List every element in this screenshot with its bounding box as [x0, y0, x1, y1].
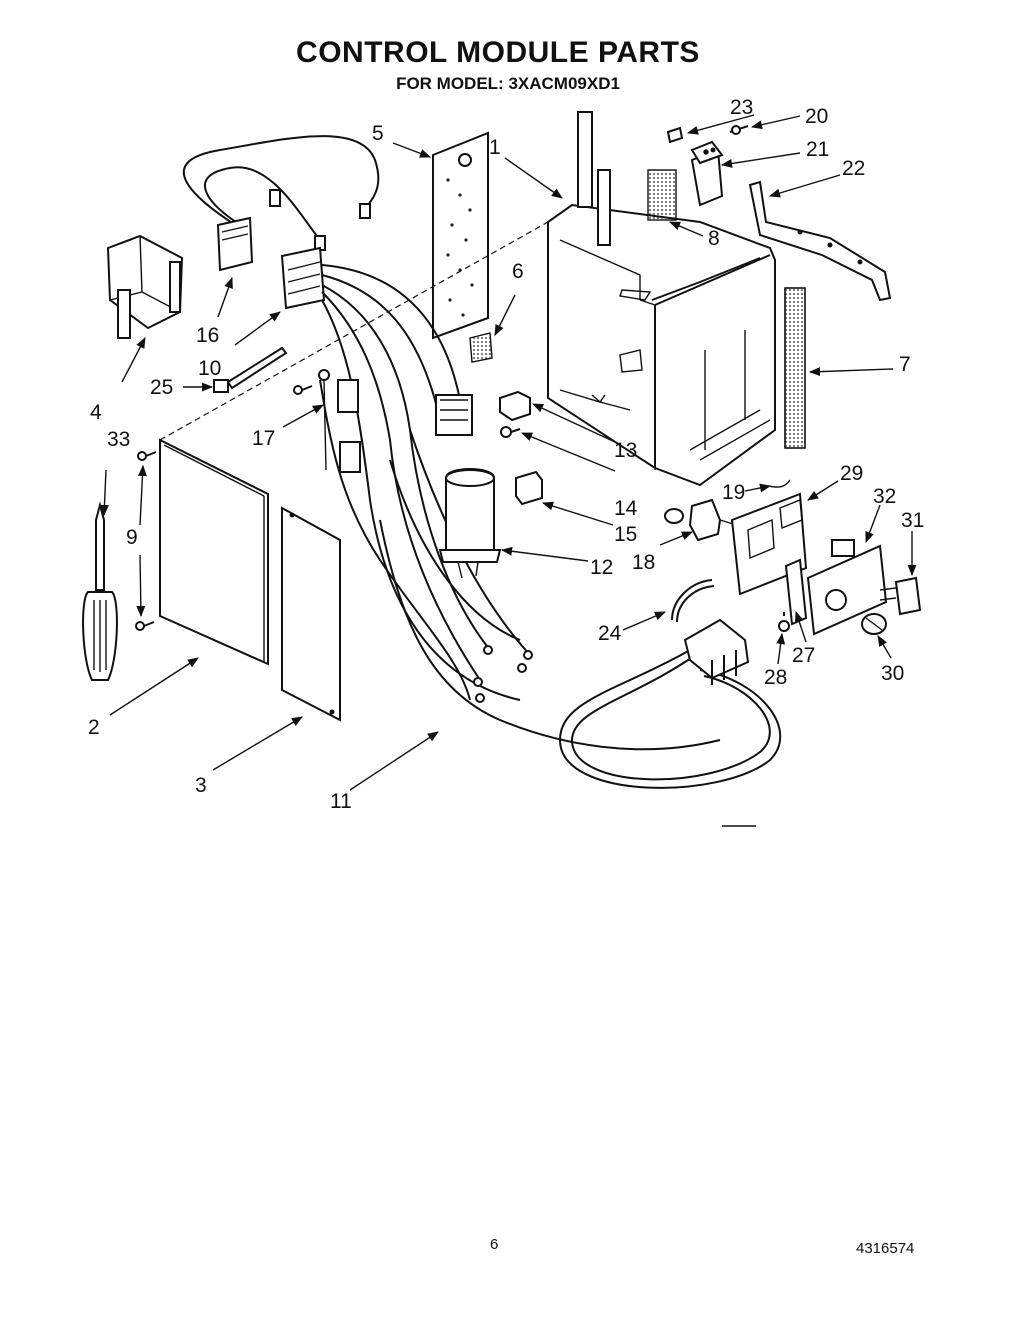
callout-28: 28	[764, 666, 787, 689]
part-20-screw	[729, 125, 749, 135]
leader-lines	[99, 114, 917, 791]
part-33-screwdriver	[82, 501, 118, 681]
part-28-screw	[778, 612, 790, 632]
callout-24: 24	[598, 622, 622, 645]
callout-30: 30	[881, 662, 904, 685]
callout-8: 8	[708, 227, 720, 250]
callout-32: 32	[873, 485, 896, 508]
part-30-knob	[861, 613, 887, 635]
callout-14: 14	[614, 497, 638, 520]
callout-13: 13	[614, 439, 637, 462]
callout-23: 23	[730, 96, 753, 119]
part-23-clip	[666, 126, 684, 144]
callout-4: 4	[90, 401, 102, 424]
power-cord	[558, 618, 782, 789]
part-6-pad	[469, 332, 493, 363]
callout-12: 12	[590, 556, 613, 579]
part-5-mounting-plate	[432, 131, 489, 340]
callout-numbers: 5 1 23 20 21 22 8 6 7 16 10 25 4 33 17 1…	[88, 96, 924, 813]
part-17-terminal-screw	[293, 369, 330, 471]
callout-17: 17	[252, 427, 275, 450]
part-27-gasket	[784, 558, 808, 626]
callout-21: 21	[806, 138, 829, 161]
callout-11: 11	[330, 790, 352, 813]
part-25-cable-tie	[213, 346, 288, 393]
page-title: CONTROL MODULE PARTS	[296, 36, 700, 69]
part-10-terminal-block	[280, 246, 326, 310]
callout-31: 31	[901, 509, 924, 532]
callout-22: 22	[842, 157, 865, 180]
callout-25: 25	[150, 376, 173, 399]
callout-19: 19	[722, 481, 745, 504]
part-14-screw	[500, 426, 521, 438]
part-15-block	[515, 470, 543, 506]
callout-16: 16	[196, 324, 219, 347]
part-4-bracket	[106, 234, 184, 339]
callout-20: 20	[805, 105, 828, 128]
callout-1: 1	[489, 136, 501, 159]
callout-33: 33	[107, 428, 130, 451]
callout-3: 3	[195, 774, 207, 797]
part-31-selector-switch	[879, 576, 922, 616]
callout-15: 15	[614, 523, 637, 546]
callout-2: 2	[88, 716, 100, 739]
part-21-bracket	[690, 140, 724, 207]
part-1-control-box	[547, 111, 776, 487]
part-18-switch	[664, 498, 741, 542]
part-13-clamp	[499, 390, 531, 422]
document-number: 4316574	[856, 1240, 915, 1257]
part-22-rail	[748, 180, 892, 302]
part-24-tube	[671, 579, 713, 621]
callout-27: 27	[792, 644, 815, 667]
callout-18: 18	[632, 551, 655, 574]
part-3-inner-panel	[281, 506, 341, 722]
callout-6: 6	[512, 260, 524, 283]
part-8-foam-block	[647, 169, 677, 221]
part-7-foam-strip	[784, 287, 806, 449]
callout-5: 5	[372, 122, 384, 145]
part-12-capacitor	[438, 468, 502, 579]
part-2-cover-panel	[159, 221, 549, 666]
part-32-control-panel	[806, 539, 888, 636]
part-11-wiring-harness	[319, 264, 721, 751]
model-subtitle: FOR MODEL: 3XACM09XD1	[396, 74, 620, 93]
callout-29: 29	[840, 462, 863, 485]
part-24-tube-edge	[676, 585, 715, 623]
callout-10: 10	[198, 357, 221, 380]
callout-7: 7	[899, 353, 911, 376]
page-number: 6	[490, 1236, 499, 1253]
part-16-plug-harness	[182, 135, 380, 272]
part-9-screws	[135, 451, 157, 631]
callout-9: 9	[126, 526, 138, 549]
